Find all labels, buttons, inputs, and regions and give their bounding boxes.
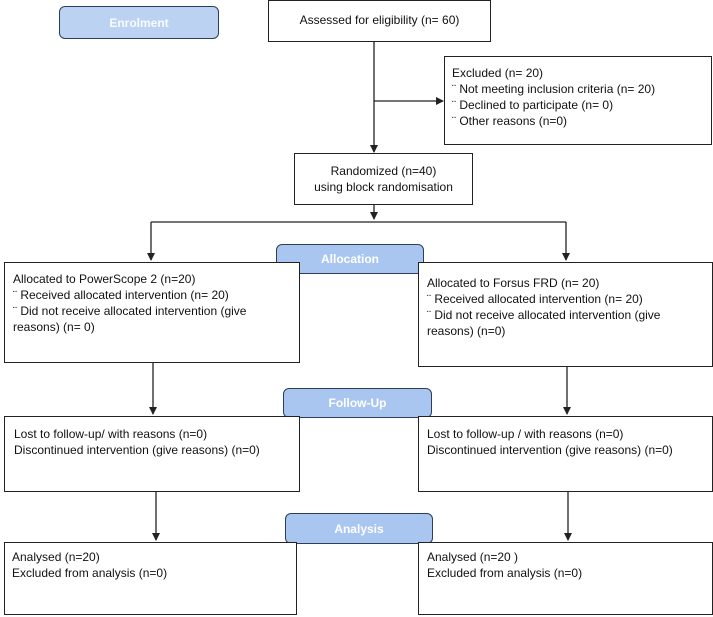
excluded-item: ¨ Declined to participate (n= 0): [452, 98, 614, 112]
eligibility-box: Assessed for eligibility (n= 60): [268, 0, 491, 42]
randomization-method: using block randomisation: [314, 180, 453, 194]
eligibility-text: Assessed for eligibility (n= 60): [299, 13, 460, 27]
enrolment-stage-label: Enrolment: [59, 6, 219, 39]
randomized-count: Randomized (n=40): [330, 164, 437, 178]
left-not-received-intervention: ¨ Did not receive allocated intervention…: [13, 304, 247, 334]
excluded-title: Excluded (n= 20): [452, 66, 544, 80]
left-analysed: Analysed (n=20): [12, 550, 100, 564]
right-received-intervention: ¨ Received allocated intervention (n= 20…: [427, 292, 643, 306]
right-analysed: Analysed (n=20 ): [427, 550, 519, 564]
right-allocation-title: Allocated to Forsus FRD (n= 20): [427, 276, 600, 290]
allocation-stage-label: Allocation: [276, 244, 424, 274]
right-analysis-box: Analysed (n=20 ) Excluded from analysis …: [418, 542, 713, 615]
excluded-item: ¨ Other reasons (n=0): [452, 114, 568, 128]
excluded-box: Excluded (n= 20) ¨ Not meeting inclusion…: [444, 56, 712, 145]
excluded-item: ¨ Not meeting inclusion criteria (n= 20): [452, 82, 656, 96]
left-received-intervention: ¨ Received allocated intervention (n= 20…: [13, 288, 229, 302]
left-followup-box: Lost to follow-up/ with reasons (n=0) Di…: [4, 416, 300, 492]
analysis-stage-label: Analysis: [285, 513, 433, 544]
right-not-received-intervention: ¨ Did not receive allocated intervention…: [427, 308, 661, 338]
left-allocation-box: Allocated to PowerScope 2 (n=20) ¨ Recei…: [4, 262, 300, 363]
randomized-box: Randomized (n=40) using block randomisat…: [294, 153, 473, 205]
left-excluded-from-analysis: Excluded from analysis (n=0): [12, 566, 168, 580]
left-analysis-box: Analysed (n=20) Excluded from analysis (…: [4, 542, 297, 615]
right-lost-to-followup: Lost to follow-up / with reasons (n=0): [427, 427, 624, 441]
right-excluded-from-analysis: Excluded from analysis (n=0): [427, 566, 583, 580]
right-allocation-box: Allocated to Forsus FRD (n= 20) ¨ Receiv…: [418, 262, 713, 367]
followup-stage-label: Follow-Up: [283, 388, 432, 418]
left-lost-to-followup: Lost to follow-up/ with reasons (n=0): [14, 427, 208, 441]
left-discontinued-intervention: Discontinued intervention (give reasons)…: [14, 443, 260, 457]
left-allocation-title: Allocated to PowerScope 2 (n=20): [13, 272, 196, 286]
right-discontinued-intervention: Discontinued intervention (give reasons)…: [427, 443, 673, 457]
right-followup-box: Lost to follow-up / with reasons (n=0) D…: [418, 416, 713, 492]
